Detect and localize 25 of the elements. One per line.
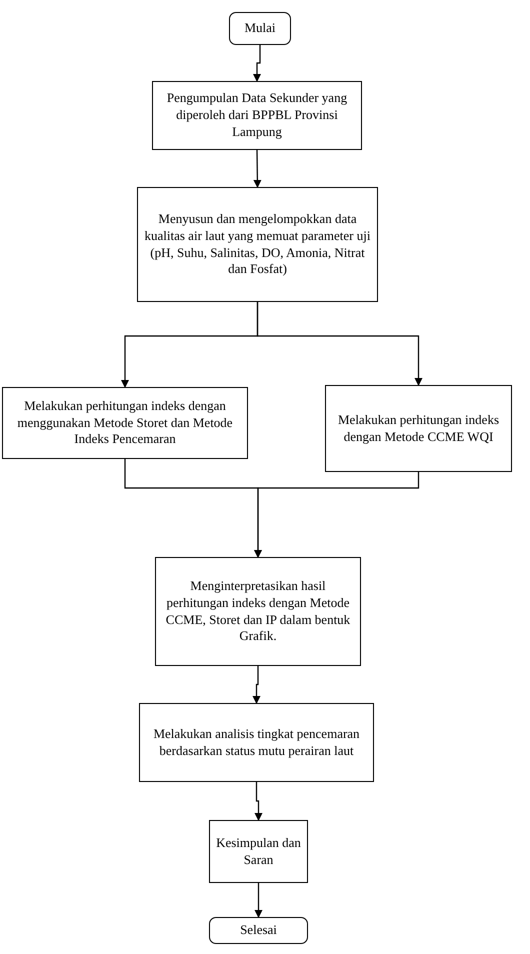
process-box [2,387,248,459]
arrow [256,302,422,386]
process-box [137,187,378,302]
step-text: Mulai [244,20,276,37]
terminal-box [209,917,308,944]
arrow [252,666,260,704]
terminal-box [229,12,291,45]
step-text: Melakukan perhitungan indeks dengan Metode CCME WQI [336,412,500,446]
arrow [253,45,261,82]
arrow [254,782,262,821]
process-box [155,557,361,666]
step-text: Kesimpulan dan Saran [216,834,301,868]
step-text: Selesai [240,922,277,939]
process-box [139,703,374,782]
step-text: Menyusun dan mengelompokkan data kualitas air laut yang memuat parameter uji (pH, Suhu, Salinitas, DO, Amonia, Nitrat dan Fosfat) [144,210,371,278]
arrow [254,472,420,558]
step-text: Pengumpulan Data Sekunder yang diperoleh dari BPPBL Provinsi Lampung [166,90,348,141]
process-box [325,385,512,472]
process-box [209,820,308,883]
arrow [254,883,262,918]
step-text: Melakukan analisis tingkat pencemaran berdasarkan status mutu perairan laut [152,726,361,760]
arrow [253,150,262,188]
step-text: Menginterpretasikan hasil perhitungan indeks dengan Metode CCME, Storet dan IP dalam bentuk Grafik. [164,578,352,646]
step-text: Melakukan perhitungan indeks dengan menggunakan Metode Storet dan Metode Indeks Pencemaran [16,398,234,448]
process-box [152,81,362,150]
